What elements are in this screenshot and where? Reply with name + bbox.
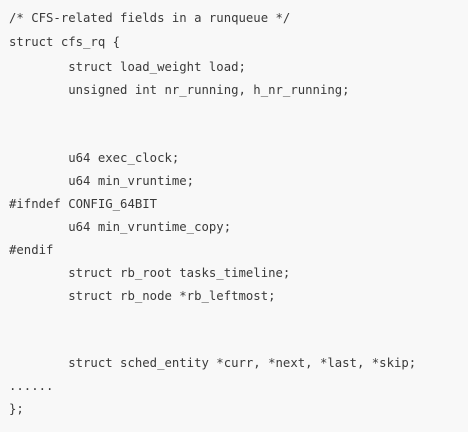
code-line-load: struct load_weight load; (9, 60, 246, 74)
code-line-min-vruntime: u64 min_vruntime; (9, 174, 195, 188)
code-line-ellipsis: ...... (9, 379, 54, 393)
code-line-nr-running: unsigned int nr_running, h_nr_running; (9, 83, 350, 97)
code-line-ifndef: #ifndef CONFIG_64BIT (9, 197, 158, 211)
code-line-tasks-timeline: struct rb_root tasks_timeline; (9, 266, 291, 280)
code-line-sched-entity: struct sched_entity *curr, *next, *last,… (9, 356, 417, 370)
code-line-exec-clock: u64 exec_clock; (9, 151, 180, 165)
code-line-rb-leftmost: struct rb_node *rb_leftmost; (9, 289, 276, 303)
code-line-comment: /* CFS-related fields in a runqueue */ (9, 11, 291, 25)
code-line-endif: #endif (9, 243, 54, 257)
code-line-struct-close: }; (9, 402, 24, 416)
code-line-min-vruntime-copy: u64 min_vruntime_copy; (9, 220, 232, 234)
code-line-struct-open: struct cfs_rq { (9, 35, 121, 49)
